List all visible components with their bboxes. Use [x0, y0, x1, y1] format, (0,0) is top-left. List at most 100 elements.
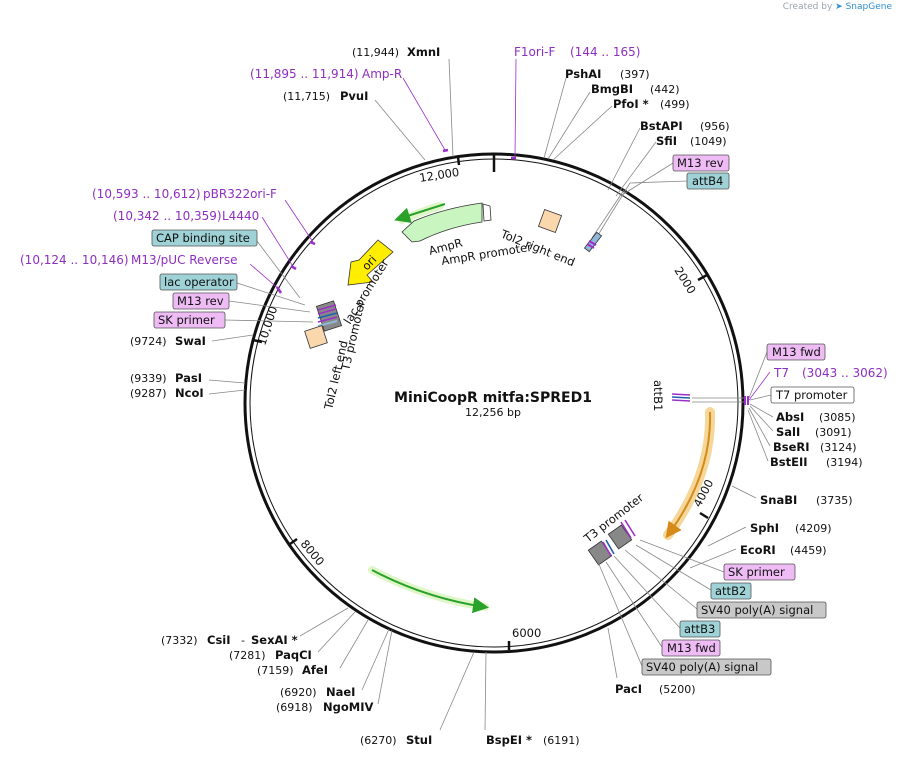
primer-l4440-range: (10,342 .. 10,359)	[113, 209, 222, 223]
leader-sv40-2	[597, 561, 643, 667]
ampr-feature	[401, 202, 483, 243]
box-attb4	[686, 172, 730, 190]
site-sfii-name: SfiI	[656, 134, 677, 148]
credit-brand: SnapGene	[845, 2, 892, 12]
site-xmni-pos: (11,944)	[352, 46, 399, 59]
box-sv40-polya-2	[641, 658, 772, 676]
site-bsteii-name: BstEII	[770, 455, 808, 469]
primer-t7-range: (3043 .. 3062)	[802, 366, 888, 380]
site-pasi-name: PasI	[175, 371, 202, 385]
leader-m13rev-left	[228, 300, 311, 313]
site-paqci-name: PaqCI	[275, 648, 312, 662]
leader-f1ori-f	[514, 58, 517, 159]
box-m13-fwd-bottom	[661, 639, 721, 657]
box-m13-fwd-right-label: M13 fwd	[772, 345, 821, 359]
primer-m13-puc-reverse-name: M13/pUC Reverse	[131, 253, 238, 267]
leader-cap	[256, 240, 301, 299]
leader-pshai	[543, 77, 567, 159]
site-pshai-pos: (397)	[620, 68, 650, 81]
site-pfoi-name: PfoI *	[613, 97, 649, 111]
box-m13-rev-left-label: M13 rev	[177, 294, 224, 308]
leader-m13fwd-bottom	[605, 561, 663, 648]
leader-t7-promoter	[749, 394, 772, 401]
leader-m13fwd-right	[748, 351, 768, 399]
m13-puc-reverse-mark	[275, 286, 283, 294]
amp-r-mark	[442, 148, 449, 153]
leader-stui	[439, 651, 475, 731]
site-ncoi-name: NcoI	[175, 386, 204, 400]
tol2-left-end-label: Tol2 left end	[321, 339, 351, 412]
site-dash: -	[241, 634, 245, 647]
leader-csii	[299, 607, 349, 637]
primer-amp-r-range: (11,895 .. 11,914)	[250, 67, 359, 81]
site-stui-pos: (6270)	[360, 734, 397, 747]
box-m13-rev-top	[672, 154, 730, 172]
site-sali-name: SalI	[776, 425, 800, 439]
leader-naei	[361, 628, 390, 691]
box-m13-fwd-right	[766, 343, 826, 361]
l4440-mark	[290, 264, 297, 271]
site-bstapi-pos: (956)	[700, 120, 730, 133]
leader-sali	[749, 405, 774, 432]
site-csii-name: CsiI	[207, 633, 231, 647]
box-sk-primer-left	[153, 311, 226, 329]
site-snabi-name: SnaBI	[760, 493, 797, 507]
box-sv40-polya-1-label: SV40 poly(A) signal	[701, 603, 813, 617]
site-pshai-name: PshAI	[565, 67, 601, 81]
primer-f1ori-f-name: F1ori-F	[514, 45, 555, 59]
primer-pbr322ori-f-name: pBR322ori-F	[203, 187, 277, 201]
leader-amp-r	[402, 77, 446, 151]
box-attb3-label: attB3	[684, 622, 715, 636]
box-m13-rev-left	[172, 292, 230, 310]
box-attb4-label: attB4	[692, 174, 723, 188]
box-m13-fwd-bottom-label: M13 fwd	[667, 641, 716, 655]
box-attb3	[679, 620, 721, 638]
plasmid-name: MiniCoopR mitfa:SPRED1	[394, 390, 592, 406]
leader-lac-operator	[236, 282, 306, 306]
ampr-orf-arrow	[394, 203, 446, 223]
site-absi-pos: (3085)	[819, 411, 856, 424]
right-primer-marks	[744, 396, 749, 405]
tick-label-6000: 6000	[512, 626, 541, 640]
site-naei-pos: (6920)	[280, 686, 317, 699]
site-bsteii-pos: (3194)	[826, 456, 863, 469]
left-cluster-primers	[317, 304, 338, 327]
leader-attb4	[629, 180, 688, 184]
credit-prefix: Created by	[782, 2, 833, 12]
site-bmgbi-name: BmgBI	[591, 82, 633, 96]
box-cap-binding-site-label: CAP binding site	[156, 231, 250, 245]
site-bmgbi-pos: (442)	[650, 83, 680, 96]
leader-sphi	[707, 526, 747, 547]
leader-paqci	[317, 611, 356, 653]
site-pvui-name: PvuI	[340, 89, 368, 103]
site-naei-name: NaeI	[326, 685, 355, 699]
leader-l4440	[261, 216, 295, 269]
leader-m13-puc-reverse	[249, 263, 281, 291]
site-bspei-pos: (6191)	[543, 734, 580, 747]
primer-pbr322ori-f-range: (10,593 .. 10,612)	[92, 187, 201, 201]
box-cap-binding-site	[151, 229, 258, 247]
attb1-feature	[671, 393, 691, 402]
tick-mark-2000	[697, 273, 708, 282]
leader-bstapi	[607, 127, 641, 191]
site-sfii-pos: (1049)	[690, 135, 727, 148]
tick-mark-10000	[252, 338, 263, 344]
tick-mark-4000	[699, 511, 709, 520]
attb4-leader-1	[594, 182, 631, 241]
plasmid-size: 12,256 bp	[465, 406, 521, 419]
box-sk-primer-left-label: SK primer	[158, 313, 215, 327]
tick-label-2000: 2000	[671, 264, 698, 296]
site-bspei-name: BspEI *	[486, 733, 532, 747]
leader-m13rev-top	[621, 162, 674, 196]
leader-afei	[339, 619, 369, 669]
attb4-leader-2	[591, 189, 625, 239]
leader-swai	[211, 334, 254, 342]
site-bseri-pos: (3124)	[820, 441, 857, 454]
bottom-orf-arrow	[371, 569, 489, 614]
leader-bspei	[484, 651, 487, 731]
tick-mark-12000	[456, 156, 461, 166]
site-sali-pos: (3091)	[815, 426, 852, 439]
site-pvui-pos: (11,715)	[283, 90, 330, 103]
leader-ecori	[689, 548, 737, 569]
